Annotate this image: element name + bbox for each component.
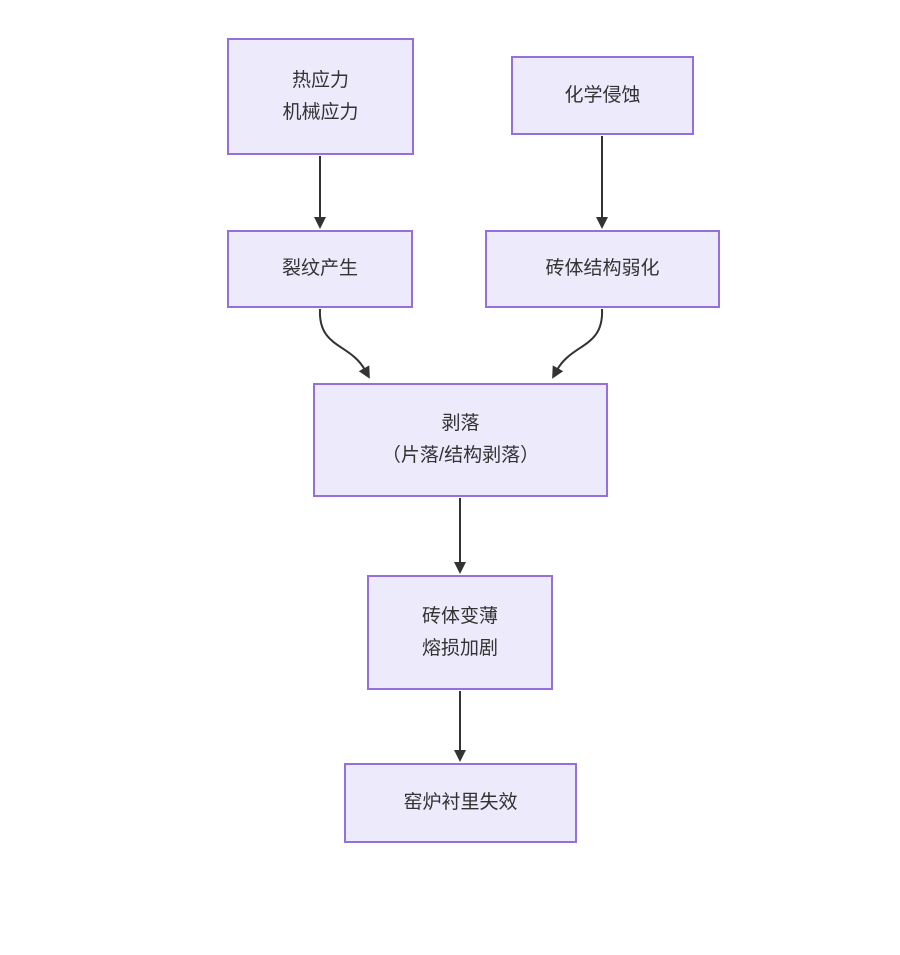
node-label: 剥落 （片落/结构剥落） [381,413,540,466]
node-kiln-lining-failure: 窑炉衬里失效 [344,763,577,843]
node-label: 裂纹产生 [281,258,358,279]
node-thermal-mechanical-stress: 热应力 机械应力 [227,38,414,155]
node-spalling: 剥落 （片落/结构剥落） [313,383,608,497]
node-chemical-erosion: 化学侵蚀 [511,56,694,135]
node-brick-thinning-melting-loss: 砖体变薄 熔损加剧 [367,575,553,690]
edge-crack-to-spalling [318,308,370,379]
node-label: 化学侵蚀 [564,84,641,106]
node-label: 窑炉衬里失效 [403,792,518,813]
node-brick-structure-weakening: 砖体结构弱化 [485,230,720,308]
node-label: 砖体结构弱化 [545,258,660,279]
node-label: 热应力 机械应力 [282,69,359,123]
node-label: 砖体变薄 熔损加剧 [421,605,498,659]
edge-weaken-to-spalling [552,308,604,379]
node-crack-formation: 裂纹产生 [227,230,413,308]
